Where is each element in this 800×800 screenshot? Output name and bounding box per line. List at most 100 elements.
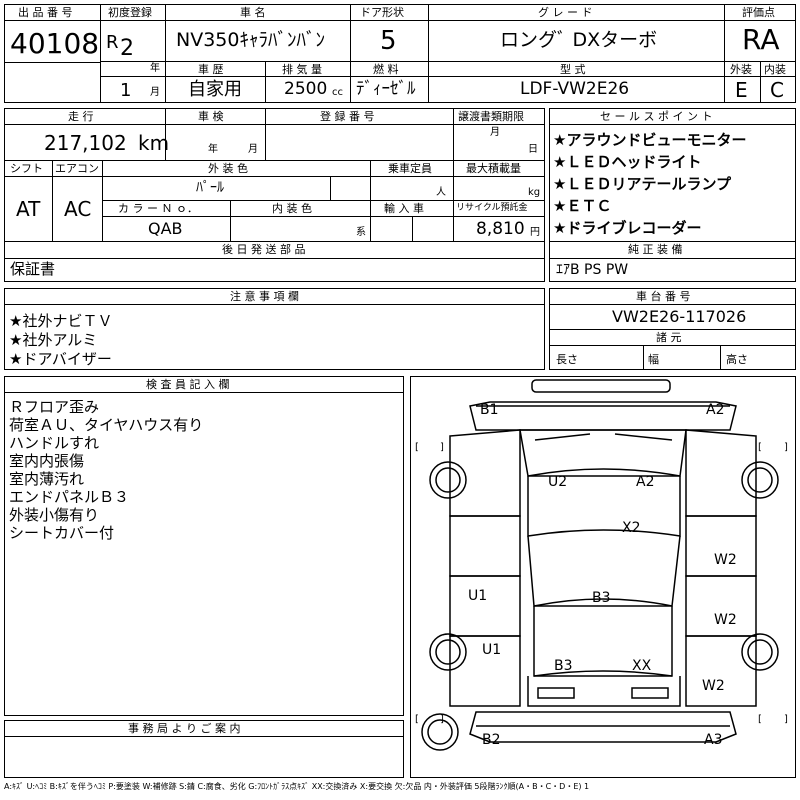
later-parts-header: 後 日 発 送 部 品 xyxy=(222,243,306,256)
damage-mark: B3 xyxy=(592,590,611,606)
door-count: 5 xyxy=(380,26,397,56)
grade: ロングﾞ DXターボ xyxy=(500,29,658,51)
inspector-note: ハンドルすれ xyxy=(9,434,100,452)
selling-point: ★ドライブレコーダー xyxy=(553,219,702,237)
header-block xyxy=(4,4,796,103)
damage-diagram-box xyxy=(410,376,796,778)
door-header: ドア形状 xyxy=(360,6,404,19)
displacement-header: 排 気 量 xyxy=(282,63,322,76)
chassis-value: VW2E26-117026 xyxy=(612,307,747,326)
damage-mark: B2 xyxy=(482,732,501,748)
int-color-header: 内 装 色 xyxy=(272,202,312,215)
capacity-header: 乗車定員 xyxy=(388,162,432,175)
km-unit: km xyxy=(138,131,170,155)
int-header: 内装 xyxy=(764,63,786,76)
lot-number: 40108 xyxy=(10,27,100,60)
lot-no-header: 出 品 番 号 xyxy=(18,6,73,19)
inspector-note: 室内薄汚れ xyxy=(9,470,85,488)
load-unit: kg xyxy=(528,187,541,198)
ext-header: 外装 xyxy=(730,63,752,76)
color-no-value: QAB xyxy=(148,219,183,238)
model-code-header: 型 式 xyxy=(560,63,586,76)
selling-point: ★アラウンドビューモニター xyxy=(553,131,747,149)
inspector-note: シートカバー付 xyxy=(9,524,115,542)
height-label: 高さ xyxy=(726,353,748,366)
year-unit: 年 xyxy=(150,63,160,74)
selling-point: ★ＥＴＣ xyxy=(553,197,612,215)
reg-year: 2 xyxy=(120,36,134,61)
chassis-header: 車 台 番 号 xyxy=(636,290,691,303)
ext-color-header: 外 装 色 xyxy=(208,162,248,175)
damage-mark: A2 xyxy=(636,474,654,490)
selling-point: ★ＬＥＤヘッドライト xyxy=(553,153,702,171)
later-parts-value: 保証書 xyxy=(10,260,56,278)
transfer-day: 日 xyxy=(528,144,538,155)
inspector-note: エンドパネルＢ３ xyxy=(9,488,130,506)
inspector-notes-list: Ｒフロア歪み 荷室ＡＵ、タイヤハウス有り ハンドルすれ 室内内張傷 室内薄汚れ … xyxy=(9,396,204,542)
inspector-note: 室内内張傷 xyxy=(9,452,85,470)
damage-mark: A2 xyxy=(706,402,724,418)
inspector-note: 荷室ＡＵ、タイヤハウス有り xyxy=(9,416,204,434)
inspector-note: Ｒフロア歪み xyxy=(9,398,100,416)
selling-points-list: ★アラウンドビューモニター ★ＬＥＤヘッドライト ★ＬＥＤリアテールランプ ★Ｅ… xyxy=(553,129,746,239)
svg-text:[: [ xyxy=(415,714,419,725)
damage-mark: A3 xyxy=(704,732,722,748)
damage-mark: B3 xyxy=(554,658,573,674)
svg-text:]: ] xyxy=(440,442,444,453)
car-damage-diagram: [] [] [] [] B1 A2 U2 A2 X2 W2 U1 B3 W2 U… xyxy=(415,379,788,751)
yen-unit: 円 xyxy=(530,227,540,238)
import-header: 輸 入 車 xyxy=(384,202,424,215)
svg-text:]: ] xyxy=(784,442,788,453)
note-item: ★ドアバイザー xyxy=(9,350,112,368)
selling-point: ★ＬＥＤリアテールランプ xyxy=(553,175,731,193)
reg-no-header: 登 録 番 号 xyxy=(320,110,375,123)
genuine-header: 純 正 装 備 xyxy=(628,243,683,256)
width-label: 幅 xyxy=(648,353,659,366)
inspector-note: 外装小傷有り xyxy=(9,506,100,524)
first-reg-header: 初度登録 xyxy=(108,6,152,19)
damage-mark: B1 xyxy=(480,402,499,418)
spec-block xyxy=(4,108,545,282)
reg-month: 1 xyxy=(120,80,132,101)
transfer-header: 譲渡書類期限 xyxy=(458,110,524,123)
damage-mark: U2 xyxy=(548,474,567,490)
history-header: 車 歴 xyxy=(198,63,224,76)
capacity-unit: 人 xyxy=(436,187,446,198)
score-value: RA xyxy=(742,23,780,56)
svg-text:[: [ xyxy=(758,714,762,725)
transfer-month: 月 xyxy=(490,127,500,138)
insp-month: 月 xyxy=(248,144,258,155)
inspector-box xyxy=(4,376,404,716)
damage-mark: X2 xyxy=(622,520,641,536)
aircon-header: エアコン xyxy=(55,162,99,175)
svg-text:[: [ xyxy=(415,442,419,453)
inspection-header: 車 検 xyxy=(198,110,224,123)
shift-header: シフト xyxy=(10,162,43,175)
fuel-value: ﾃﾞｨｰｾﾞﾙ xyxy=(356,79,416,99)
notes-header: 注 意 事 項 欄 xyxy=(230,290,299,303)
ext-color-value: ﾊﾟｰﾙ xyxy=(196,180,224,196)
color-no-header: カ ラ ー Ｎ ｏ． xyxy=(118,202,198,215)
svg-text:[: [ xyxy=(758,442,762,453)
score-header: 評価点 xyxy=(742,6,775,19)
aircon-value: AC xyxy=(64,197,92,221)
damage-mark: W2 xyxy=(714,612,737,628)
fuel-header: 燃 料 xyxy=(373,63,399,76)
damage-mark: U1 xyxy=(482,642,501,658)
note-item: ★社外アルミ xyxy=(9,331,98,349)
svg-text:]: ] xyxy=(440,714,444,725)
int-grade: C xyxy=(770,78,784,102)
genuine-value: ｴｱB PS PW xyxy=(556,262,629,278)
damage-mark: W2 xyxy=(702,678,725,694)
note-item: ★社外ナビＴＶ xyxy=(9,312,113,330)
insp-year: 年 xyxy=(208,144,218,155)
damage-mark: U1 xyxy=(468,588,487,604)
car-name-header: 車 名 xyxy=(240,6,266,19)
displacement-value: 2500 xyxy=(284,79,328,99)
car-name: NV350ｷｬﾗﾊﾞﾝﾊﾞﾝ xyxy=(176,29,325,51)
selling-points-box xyxy=(549,108,796,282)
svg-text:]: ] xyxy=(784,714,788,725)
model-code-value: LDF-VW2E26 xyxy=(520,79,630,99)
grade-header: グ レ ー ド xyxy=(538,6,593,19)
reg-era: R xyxy=(106,32,119,53)
